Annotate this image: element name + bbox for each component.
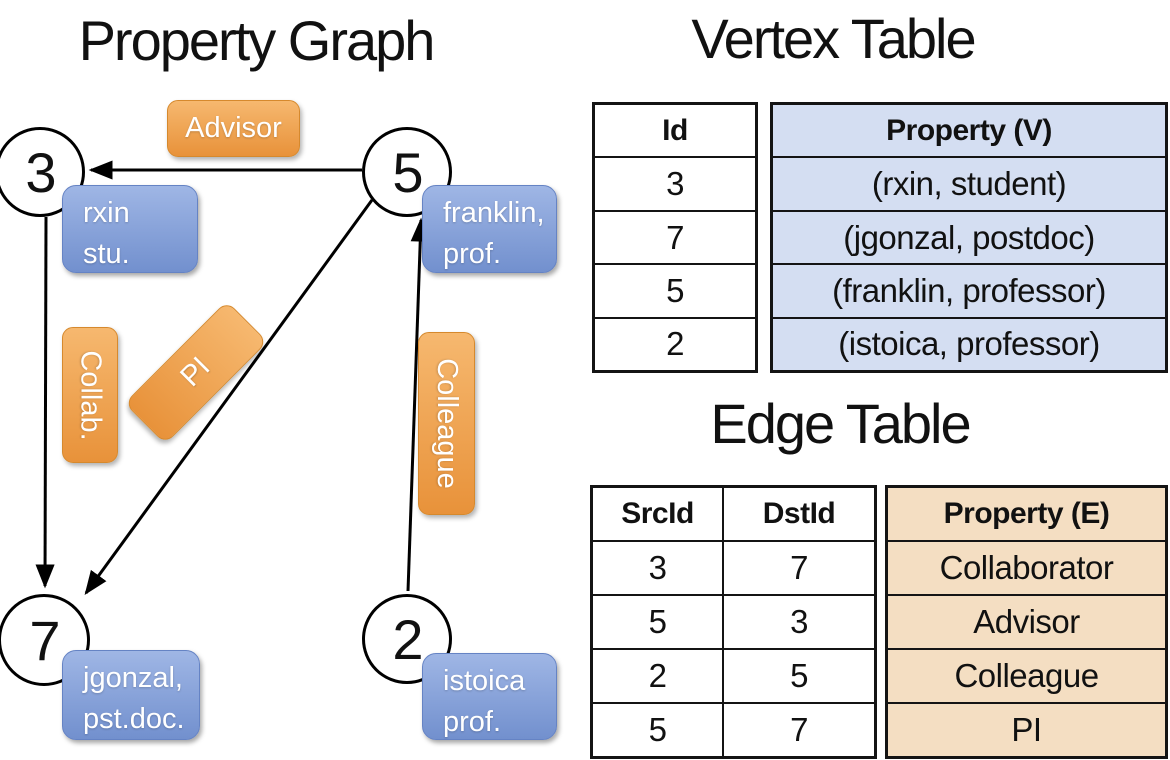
vertex-table-property-cell: (rxin, student) (773, 156, 1165, 209)
edge-table-srcid-cell: 3 (648, 549, 667, 586)
vertex-3-property-line2: stu. (83, 238, 130, 271)
edge-5-to-7-arrow (84, 199, 374, 595)
vertex-5-property-line2: prof. (443, 238, 502, 271)
vertex-5-id: 5 (392, 140, 423, 204)
vertex-table-property-cell: (istoica, professor) (773, 316, 1165, 370)
vertex-table-property-column: Property (V) (rxin, student) (jgonzal, p… (770, 102, 1168, 373)
vertex-table-id-cell: 5 (595, 263, 755, 316)
edge-table-property-cell: Collaborator (888, 540, 1165, 594)
vertex-table-id-header: Id (662, 113, 688, 147)
edge-table-row: 3 7 (593, 540, 874, 594)
edge-table-property-cell: PI (888, 702, 1165, 756)
edge-table-property-column: Property (E) Collaborator Advisor Collea… (885, 485, 1168, 759)
vertex-7-property-box: jgonzal, pst.doc. (62, 650, 200, 740)
edge-3-to-7-arrow (35, 216, 55, 589)
property-graph-title: Property Graph (78, 9, 436, 72)
vertex-2-property-line1: istoica (443, 665, 526, 697)
edge-table-property-header: Property (E) (943, 497, 1110, 530)
edge-2-to-5-arrow (406, 217, 430, 592)
vertex-3-property-line1: rxin (83, 197, 130, 229)
vertex-table-property-cell: (jgonzal, postdoc) (773, 209, 1165, 263)
edge-label-colleague: Colleague (418, 332, 475, 515)
graph-edges-layer (35, 160, 430, 595)
vertex-table-id-column: Id 3 7 5 2 (592, 102, 758, 373)
vertex-3-property-box: rxin stu. (62, 185, 198, 273)
vertex-table-property-cell: (franklin, professor) (773, 263, 1165, 316)
edge-label-collab-text: Collab. (74, 349, 107, 441)
edge-table-row: 5 7 (593, 702, 874, 756)
vertex-3-id: 3 (25, 140, 56, 204)
edge-label-advisor-text: Advisor (185, 112, 282, 144)
edge-table-dstid-cell: 5 (722, 650, 874, 702)
vertex-2-id: 2 (392, 607, 423, 671)
edge-label-colleague-text: Colleague (431, 358, 464, 489)
edge-table-srcid-cell: 5 (648, 711, 667, 748)
vertex-table-id-cell: 7 (595, 209, 755, 263)
vertex-2-property-box: istoica prof. (422, 653, 557, 740)
vertex-5-property-box: franklin, prof. (422, 185, 557, 273)
vertex-2-property-line2: prof. (443, 706, 502, 739)
edge-table-title: Edge Table (710, 392, 971, 455)
edge-table-header-row: SrcId DstId (593, 488, 874, 540)
vertex-7-property-line2: pst.doc. (83, 703, 185, 736)
vertex-table-property-header: Property (V) (886, 113, 1052, 147)
edge-table-property-cell: Advisor (888, 594, 1165, 648)
edge-table-dstid-cell: 7 (722, 542, 874, 594)
vertex-table-id-cell: 3 (595, 156, 755, 209)
edge-table-srcid-cell: 5 (648, 603, 667, 640)
edge-label-collab: Collab. (62, 327, 118, 463)
edge-table-dstid-header: DstId (722, 488, 874, 540)
vertex-7-id: 7 (29, 608, 60, 672)
edge-table-srcid-cell: 2 (648, 657, 667, 694)
edge-table-row: 2 5 (593, 648, 874, 702)
vertex-7-property-line1: jgonzal, (83, 662, 183, 694)
edge-table-srcid-header: SrcId (621, 497, 694, 530)
edge-table-dstid-cell: 3 (722, 596, 874, 648)
edge-label-advisor: Advisor (167, 100, 300, 157)
edge-table-property-cell: Colleague (888, 648, 1165, 702)
edge-table-row: 5 3 (593, 594, 874, 648)
edge-table-dstid-cell: 7 (722, 704, 874, 756)
vertex-5-property-line1: franklin, (443, 197, 545, 229)
vertex-table-id-cell: 2 (595, 316, 755, 370)
edge-label-pi-text: PI (174, 351, 217, 394)
edge-table-ids-block: SrcId DstId 3 7 5 3 2 5 5 7 (590, 485, 877, 759)
vertex-table-title: Vertex Table (691, 7, 976, 70)
